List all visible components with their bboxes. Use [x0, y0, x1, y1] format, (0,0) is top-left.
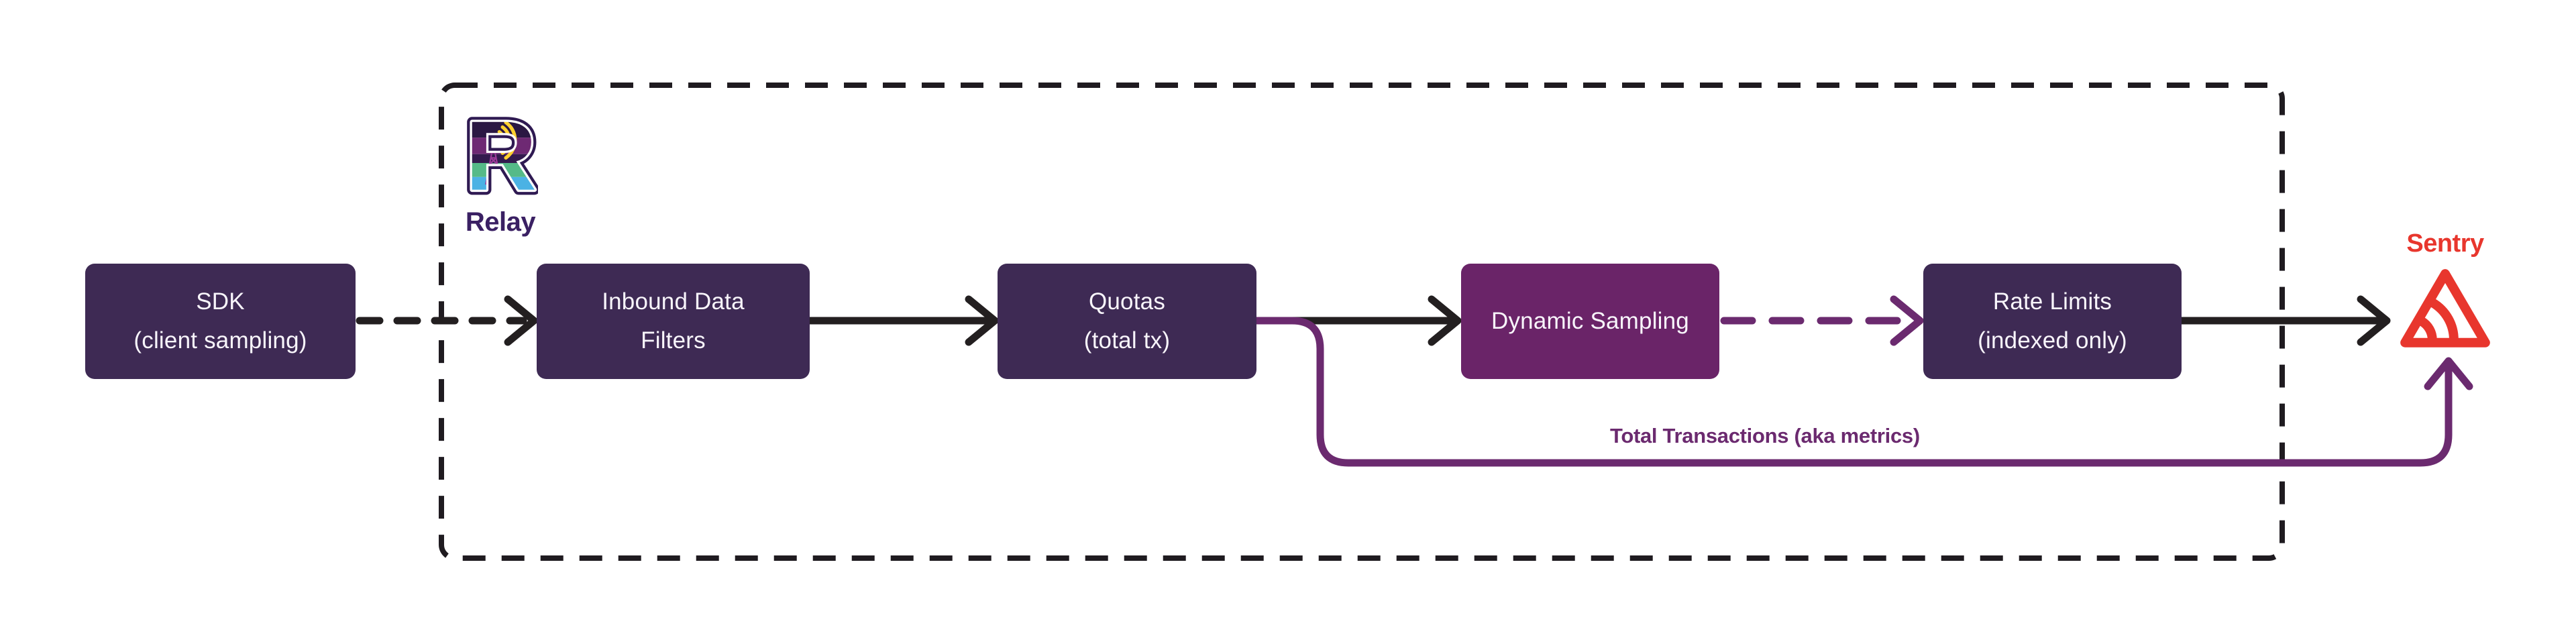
arrowhead-quotas — [965, 295, 999, 346]
connector-dynamic-sampling-to-rate-limits — [1720, 295, 1924, 346]
arrowhead-inbound — [504, 295, 538, 346]
node-inbound-data-filters: Inbound Data Filters — [537, 264, 810, 379]
sentry-triangle — [2400, 269, 2490, 347]
node-rate-limits: Rate Limits (indexed only) — [1923, 264, 2182, 379]
sentry-brand: Sentry — [2392, 229, 2499, 359]
arrowhead-dynamic-sampling — [1428, 295, 1462, 346]
relay-antenna-dot — [488, 135, 498, 146]
sentry-wave-small — [2416, 316, 2437, 345]
node-quotas-line2: (total tx) — [1083, 327, 1171, 354]
relay-brand: R R R — [460, 96, 541, 237]
relay-logo-scene — [465, 113, 537, 199]
connector-rate-limits-to-sentry — [2178, 295, 2391, 346]
node-rate-limits-line1: Rate Limits — [1992, 288, 2112, 315]
node-dynamic-sampling: Dynamic Sampling — [1461, 264, 1719, 379]
connector-inbound-to-quotas — [806, 295, 999, 346]
node-sdk-line1: SDK — [196, 288, 245, 315]
relay-label: Relay — [465, 207, 536, 237]
relay-signal-arcs — [497, 120, 517, 160]
bypass-edge-label: Total Transactions (aka metrics) — [1610, 424, 1920, 447]
arrowhead-rate-limits — [1890, 295, 1924, 346]
node-dynamic-sampling-line1: Dynamic Sampling — [1491, 308, 1689, 334]
sentry-logo-icon — [2400, 269, 2490, 347]
connector-sdk-to-inbound — [356, 295, 538, 346]
sentry-wave-large — [2427, 297, 2459, 346]
node-inbound-line1: Inbound Data — [602, 288, 745, 315]
arrowhead-sentry-up — [2424, 357, 2473, 390]
node-quotas-line1: Quotas — [1088, 288, 1166, 315]
node-sdk: SDK (client sampling) — [85, 264, 356, 379]
relay-radio-tower — [485, 144, 502, 185]
relay-logo-icon: R R R — [460, 96, 541, 216]
node-quotas: Quotas (total tx) — [998, 264, 1256, 379]
node-sdk-line2: (client sampling) — [133, 327, 307, 354]
connector-quotas-to-sentry-bypass — [1252, 317, 2473, 467]
node-rate-limits-line2: (indexed only) — [1978, 327, 2127, 354]
node-inbound-line2: Filters — [641, 327, 706, 354]
sentry-label: Sentry — [2406, 229, 2484, 258]
arrowhead-sentry — [2357, 295, 2391, 346]
